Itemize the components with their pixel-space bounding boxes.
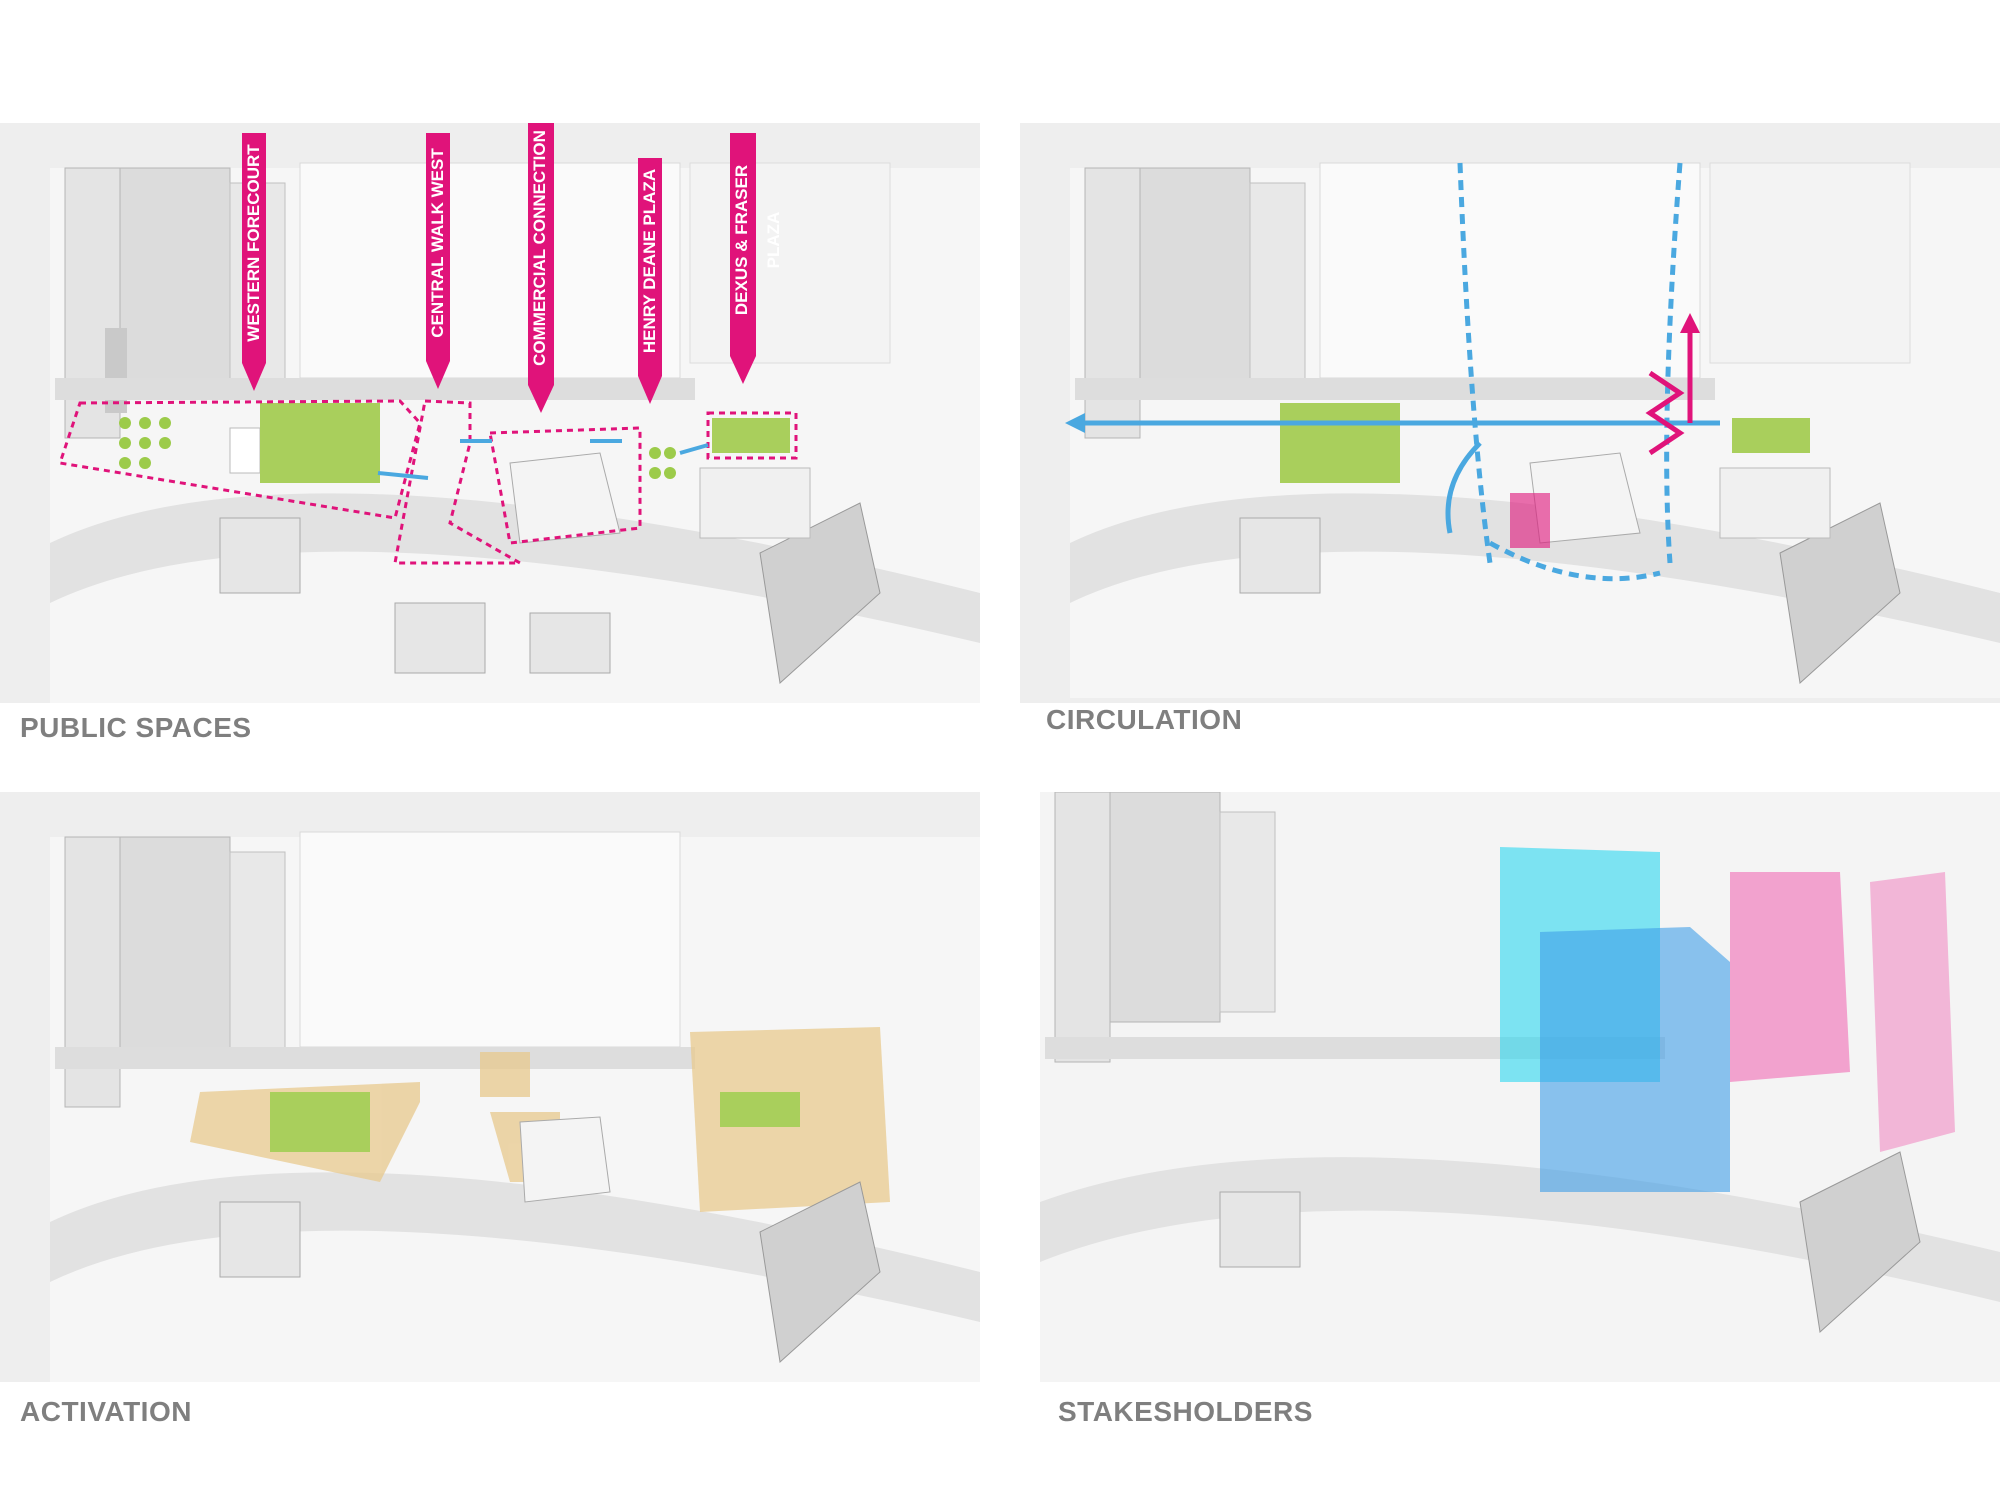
up-arrow-icon [1680, 313, 1700, 333]
label-commercial-connection: COMMERCIAL CONNECTION [530, 130, 549, 366]
stakeholder-volumes [1500, 847, 1955, 1192]
west-arrow-icon [1065, 413, 1085, 433]
caption-circulation: CIRCULATION [1046, 704, 1243, 735]
label-central-walk-west: CENTRAL WALK WEST [428, 148, 447, 338]
circulation-flows [1075, 162, 1720, 582]
caption-activation: ACTIVATION [20, 1396, 192, 1427]
caption-stakeholders: STAKESHOLDERS [1058, 1396, 1313, 1427]
circulation-map [1065, 162, 2000, 698]
public-spaces-map [50, 123, 980, 703]
activation-map [50, 831, 980, 1382]
circulation-panel [1020, 123, 2000, 703]
public-spaces-panel: WESTERN FORECOURT CENTRAL WALK WEST COMM… [0, 123, 980, 703]
label-henry-deane-plaza: HENRY DEANE PLAZA [640, 168, 659, 354]
caption-public-spaces: PUBLIC SPACES [20, 712, 252, 743]
activation-panel [0, 792, 980, 1382]
label-pointers [242, 123, 756, 413]
stakeholders-panel [1040, 792, 2000, 1382]
label-western-forecourt: WESTERN FORECOURT [244, 144, 263, 342]
lawns [119, 403, 790, 483]
public-space-outlines [58, 399, 798, 565]
stakeholders-map [1040, 792, 2000, 1382]
vertical-transport [1645, 323, 1693, 456]
link-arrows [377, 439, 709, 480]
label-dexus-fraser-plaza: DEXUS & FRASER PLAZA [732, 164, 783, 316]
